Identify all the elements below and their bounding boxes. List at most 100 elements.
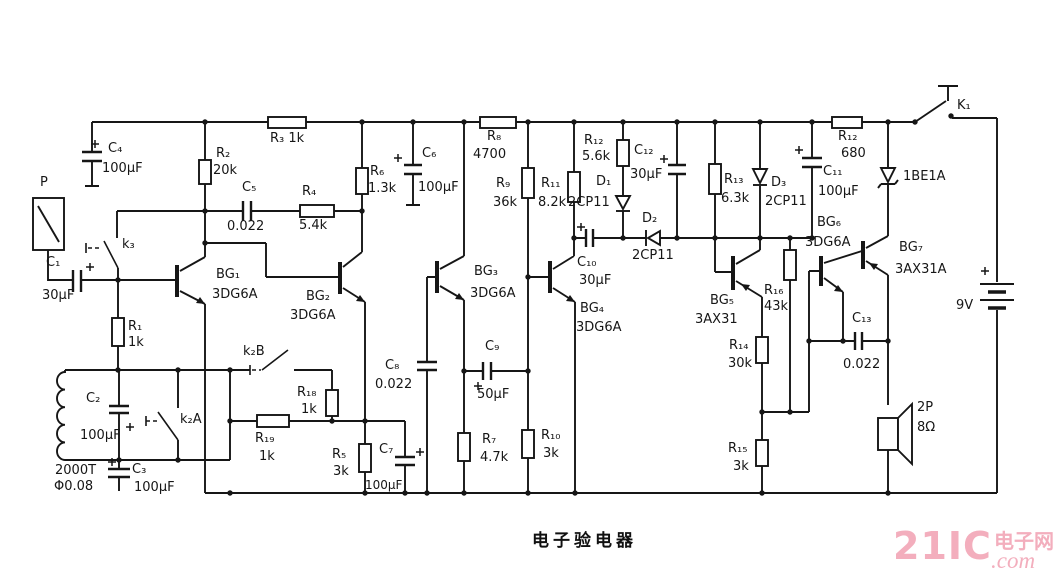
label-bg2: BG₂: [306, 289, 330, 304]
label-bg4: BG₄: [580, 301, 604, 316]
label-r3: R₃ 1k: [270, 131, 305, 146]
emitter-arrow-bg6: [834, 285, 843, 292]
label-r6-value: 1.3k: [368, 181, 397, 196]
label-coil: 2000T: [55, 463, 97, 478]
label-k2b: k₂B: [243, 344, 265, 359]
label-r17: R₁₂: [838, 129, 858, 144]
label-speaker-impedance: 8Ω: [917, 420, 936, 435]
label-c11: C₁₁: [823, 164, 843, 179]
switch-contact-marks: [85, 240, 289, 441]
resistor-r17: [831, 116, 863, 129]
resistor-r15: [755, 439, 769, 467]
resistor-r14: [755, 336, 769, 364]
label-r18: R₁₈: [297, 385, 317, 400]
label-r19-value: 1k: [259, 449, 275, 464]
transistor-symbols: [175, 241, 878, 304]
resistor-r11: [567, 171, 581, 203]
label-r10-value: 3k: [543, 446, 559, 461]
label-c11-value: 100μF: [818, 184, 859, 199]
junction-dots: [115, 113, 954, 496]
label-r13-value: 6.3k: [721, 191, 750, 206]
label-bg7: BG₇: [899, 240, 923, 255]
watermark-brand: 21IC: [893, 524, 992, 568]
label-d2-type: 2CP11: [632, 248, 674, 263]
label-c8: C₈: [385, 358, 400, 373]
label-r19: R₁₉: [255, 431, 275, 446]
label-speaker: 2P: [917, 400, 934, 415]
label-k1: K₁: [957, 98, 971, 113]
label-c4-value: 100μF: [102, 161, 143, 176]
label-r6: R₆: [370, 164, 385, 179]
label-c12-value: 30μF: [630, 167, 663, 182]
label-c2: C₂: [86, 391, 101, 406]
emitter-arrow-bg1: [196, 297, 205, 304]
label-c8-value: 0.022: [375, 377, 413, 392]
label-r15-value: 3k: [733, 459, 749, 474]
resistor-r3: [267, 116, 307, 129]
label-c13-value: 0.022: [843, 357, 881, 372]
emitter-arrow-bg2: [356, 295, 365, 302]
label-bg1: BG₁: [216, 267, 240, 282]
battery-symbol: [980, 283, 1014, 310]
label-r2-value: 20k: [213, 163, 238, 178]
label-r4: R₄: [302, 184, 317, 199]
label-r10: R₁₀: [541, 428, 561, 443]
label-r1-value: 1k: [128, 335, 144, 350]
label-c4: C₄: [108, 141, 123, 156]
label-r12: R₁₂: [584, 133, 604, 148]
label-c2-value: 100μF: [80, 428, 121, 443]
inductor-symbol: [56, 370, 66, 461]
resistor-r10: [521, 429, 535, 459]
resistor-r19: [256, 414, 290, 428]
resistor-r18: [325, 389, 339, 417]
label-r13: R₁₃: [724, 172, 744, 187]
resistor-r8: [479, 116, 517, 129]
label-zener: 1BE1A: [903, 169, 946, 184]
zener-diode: [879, 167, 897, 185]
label-r9-value: 36k: [493, 195, 518, 210]
label-r7-value: 4.7k: [480, 450, 509, 465]
label-r12-value: 5.6k: [582, 149, 611, 164]
label-k3: k₃: [122, 237, 135, 252]
label-bg6: BG₆: [817, 215, 841, 230]
label-c1: C₁: [46, 255, 61, 270]
watermark-site-name: 电子网: [994, 529, 1054, 553]
label-k2a: k₂A: [180, 412, 202, 427]
label-c7: C₇: [379, 442, 394, 457]
label-bg5: BG₅: [710, 293, 734, 308]
label-bg7-type: 3AX31A: [895, 262, 947, 277]
label-c12: C₁₂: [634, 143, 654, 158]
resistor-r12: [616, 139, 630, 167]
label-d3-type: 2CP11: [765, 194, 807, 209]
label-r18-value: 1k: [301, 402, 317, 417]
label-r14-value: 30k: [728, 356, 753, 371]
label-c10: C₁₀: [577, 255, 597, 270]
label-r1: R₁: [128, 319, 143, 334]
label-c7-value: 100μF: [365, 478, 403, 492]
label-d3: D₃: [771, 175, 787, 190]
label-r15: R₁₅: [728, 441, 748, 456]
resistor-symbols: [111, 116, 863, 473]
polarity-marks: [86, 140, 989, 466]
label-d1: D₁: [596, 174, 612, 189]
label-r7: R₇: [482, 432, 497, 447]
label-r2: R₂: [216, 146, 231, 161]
label-probe: P: [40, 175, 48, 190]
label-r16: R₁₆: [764, 283, 784, 298]
label-r11: R₁₁: [541, 176, 561, 191]
diode-d3: [751, 168, 769, 186]
label-bg2-type: 3DG6A: [290, 308, 336, 323]
probe-symbol: [32, 197, 65, 251]
emitter-arrow-bg5: [741, 284, 750, 291]
resistor-r6: [355, 167, 369, 195]
label-bg5-type: 3AX31: [695, 312, 738, 327]
label-r14: R₁₄: [729, 338, 749, 353]
label-bg4-type: 3DG6A: [576, 320, 622, 335]
label-c6-value: 100μF: [418, 180, 459, 195]
label-coil-wire: Φ0.08: [54, 479, 94, 494]
label-r8: R₈: [487, 129, 502, 144]
capacitor-symbols: [71, 150, 864, 479]
label-r5: R₅: [332, 447, 347, 462]
